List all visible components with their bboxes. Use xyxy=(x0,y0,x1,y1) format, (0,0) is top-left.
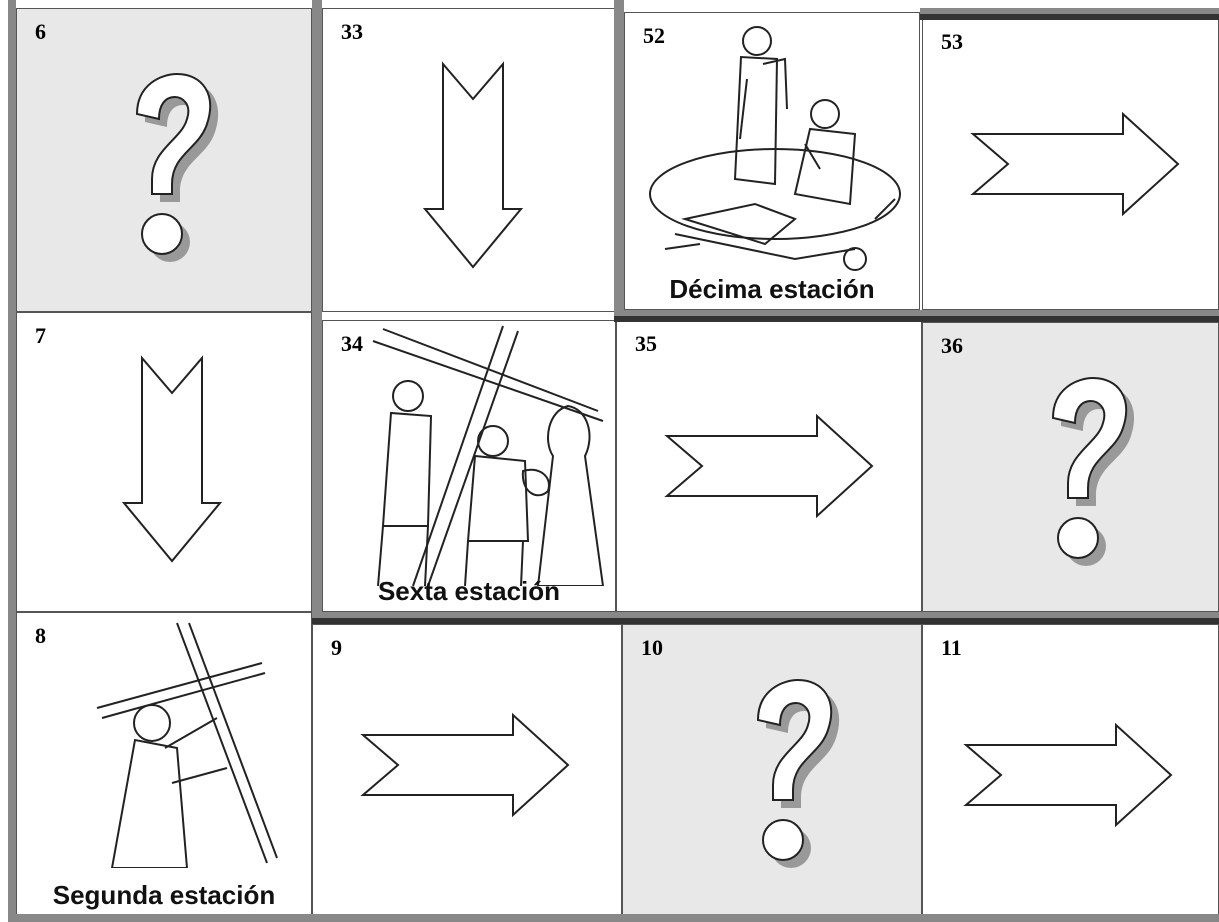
cell-number: 53 xyxy=(941,29,963,54)
path-border xyxy=(312,0,322,622)
sixth-station-illustration xyxy=(372,325,605,586)
path-border xyxy=(920,14,1219,20)
cell-number: 33 xyxy=(341,19,363,44)
station-caption: Sexta estación xyxy=(377,576,561,606)
arrow-down-icon xyxy=(422,61,524,269)
arrow-right-icon xyxy=(664,413,874,519)
board-cell-36[interactable]: 36 xyxy=(922,322,1219,612)
board-cell-10[interactable]: 10 xyxy=(622,624,922,916)
arrow-right-icon xyxy=(360,712,570,818)
board-cell-53[interactable]: 53 xyxy=(922,18,1219,310)
question-mark-icon xyxy=(756,678,840,868)
path-border xyxy=(8,914,1219,922)
cell-number: 9 xyxy=(331,635,342,660)
station-caption: Décima estación xyxy=(669,274,875,304)
board-cell-33[interactable]: 33 xyxy=(322,8,616,312)
arrow-right-icon xyxy=(970,111,1180,217)
cell-number: 6 xyxy=(35,19,46,44)
cell-number: 8 xyxy=(35,623,46,648)
arrow-right-icon xyxy=(963,722,1173,828)
path-border xyxy=(614,0,624,320)
board-cell-7[interactable]: 7 xyxy=(16,312,312,612)
path-border xyxy=(614,310,1219,316)
cell-number: 35 xyxy=(635,331,657,356)
board-cell-34[interactable]: 34 Sexta estación xyxy=(322,320,616,612)
path-border xyxy=(920,8,1219,14)
board-cell-8[interactable]: 8 Segunda estación xyxy=(16,612,312,916)
path-border xyxy=(312,618,1219,624)
tenth-station-illustration xyxy=(649,26,901,271)
path-border xyxy=(312,612,1219,618)
board-cell-9[interactable]: 9 xyxy=(312,624,622,916)
board-cell-11[interactable]: 11 xyxy=(922,624,1219,916)
cell-number: 36 xyxy=(941,333,963,358)
board-cell-52[interactable]: 52 Décima estación xyxy=(624,12,920,310)
cell-number: 10 xyxy=(641,635,663,660)
question-mark-icon xyxy=(1051,376,1135,566)
station-caption: Segunda estación xyxy=(52,880,276,910)
arrow-down-icon xyxy=(121,355,223,563)
question-mark-icon xyxy=(135,72,219,262)
path-border xyxy=(614,316,1219,322)
path-border xyxy=(8,0,16,922)
cell-number: 11 xyxy=(941,635,962,660)
cell-number: 52 xyxy=(643,23,665,48)
board-cell-6[interactable]: 6 xyxy=(16,8,312,312)
cell-number: 7 xyxy=(35,323,46,348)
cell-number: 34 xyxy=(341,331,363,356)
board-cell-35[interactable]: 35 xyxy=(616,320,922,612)
second-station-illustration xyxy=(96,622,278,868)
